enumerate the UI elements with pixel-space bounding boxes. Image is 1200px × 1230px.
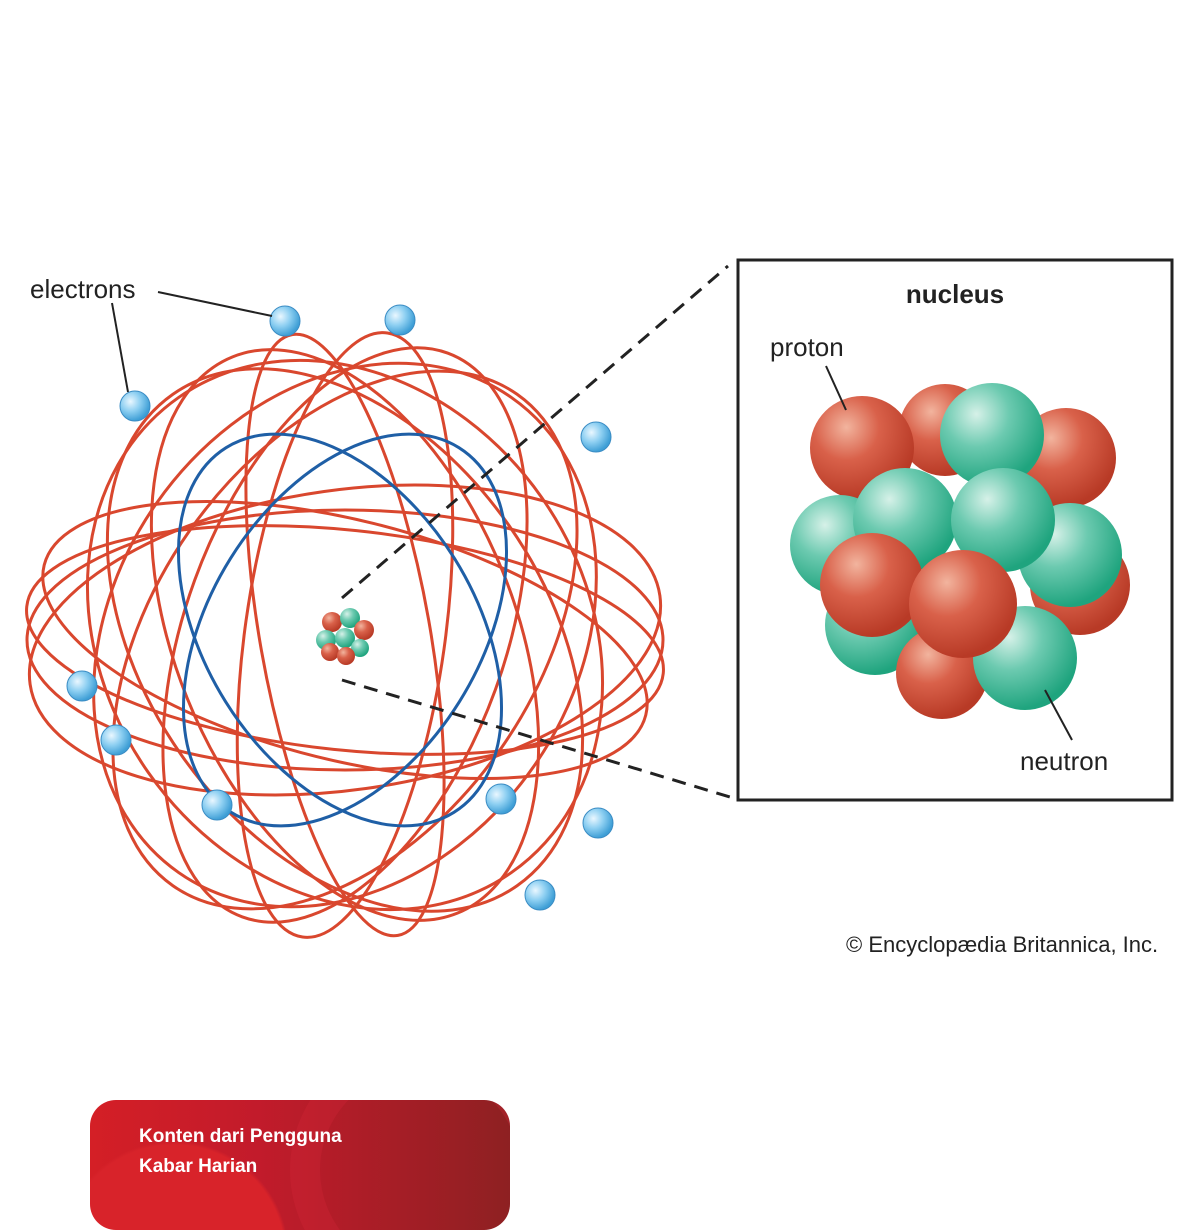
banner-line-1: Konten dari Pengguna <box>139 1126 342 1147</box>
large-nucleus <box>790 383 1130 719</box>
electrons-leader-lines <box>111 291 273 393</box>
orbit-path <box>149 348 541 922</box>
electron <box>384 304 416 336</box>
orbit-path <box>181 432 509 828</box>
electron <box>580 421 612 453</box>
orbit-path <box>111 369 579 911</box>
electron <box>485 783 517 815</box>
orbit-path <box>92 361 598 909</box>
user-content-banner[interactable]: Konten dari Pengguna Kabar Harian <box>90 1100 510 1230</box>
atom-diagram: electrons nucleus proton neutron <box>25 258 1174 939</box>
electron <box>201 789 233 821</box>
proton-label: proton <box>770 332 844 362</box>
neutron-label: neutron <box>1020 746 1108 776</box>
copyright-credit: © Encyclopædia Britannica, Inc. <box>846 932 1159 957</box>
electron <box>119 390 151 422</box>
orbit-path <box>41 500 649 780</box>
proton <box>909 550 1017 658</box>
electrons <box>66 304 614 911</box>
outer-electron-orbits <box>25 331 665 939</box>
neutron-leader-line <box>1044 689 1073 741</box>
orbit-path <box>235 331 455 939</box>
orbit-path <box>161 346 529 924</box>
electron <box>269 305 301 337</box>
zoom-dashed-lines <box>341 264 731 799</box>
small-nucleus <box>316 608 374 665</box>
proton <box>820 533 924 637</box>
orbit-path <box>27 483 663 797</box>
electron <box>524 879 556 911</box>
banner-line-2: Kabar Harian <box>139 1156 258 1177</box>
electron <box>582 807 614 839</box>
electrons-label: electrons <box>30 274 136 304</box>
orbit-path <box>85 358 605 912</box>
electron <box>66 670 98 702</box>
neutron <box>940 383 1044 487</box>
electron <box>100 724 132 756</box>
orbit-path <box>105 367 585 913</box>
neutron <box>951 468 1055 572</box>
proton-leader-line <box>825 365 847 411</box>
orbit-path <box>176 432 504 828</box>
orbit-path <box>25 508 665 772</box>
orbit-path <box>25 524 665 756</box>
inner-electron-orbits <box>176 432 509 828</box>
nucleus-title: nucleus <box>906 279 1004 309</box>
